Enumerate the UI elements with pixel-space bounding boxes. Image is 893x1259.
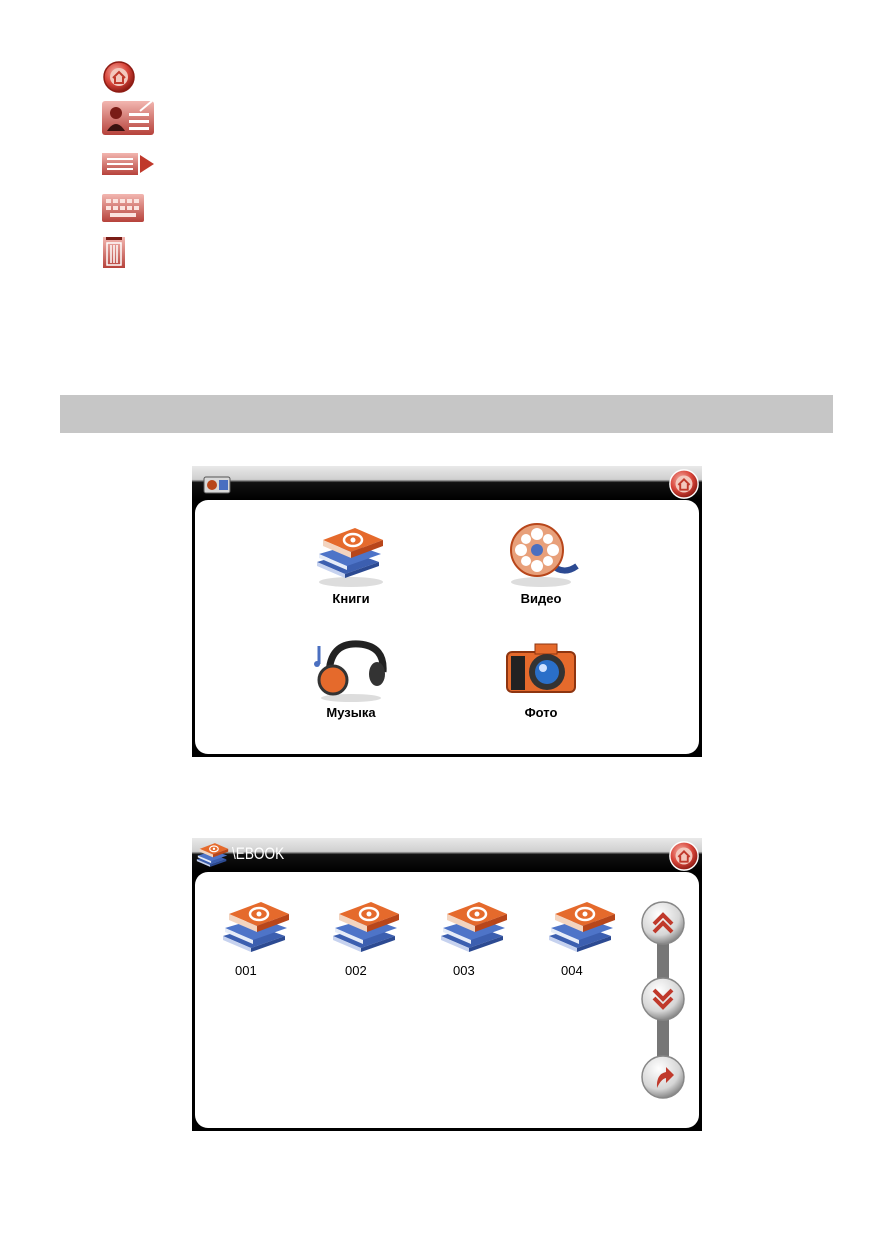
film-reel-icon [501, 518, 581, 588]
ebook-file[interactable]: 001 [217, 892, 297, 978]
contact-card-icon [102, 99, 136, 135]
section-header-bar [60, 395, 833, 433]
file-name: 001 [235, 963, 297, 978]
books-small-icon [194, 838, 232, 872]
menu-panel: Книги Видео Му [195, 500, 699, 754]
menu-item-music[interactable]: Музыка [291, 636, 411, 720]
back-icon[interactable] [640, 1054, 686, 1100]
home-icon [102, 60, 136, 94]
media-folder-icon [202, 469, 234, 497]
page-down-icon[interactable] [640, 976, 686, 1022]
ebook-file[interactable]: 003 [435, 892, 515, 978]
file-name: 002 [345, 963, 407, 978]
home-button-icon[interactable] [668, 840, 700, 872]
menu-label-music: Музыка [291, 705, 411, 720]
book-file-icon [435, 892, 515, 962]
menu-item-books[interactable]: Книги [291, 518, 411, 606]
file-name: 003 [453, 963, 515, 978]
books-icon [311, 518, 391, 588]
book-file-icon [217, 892, 297, 962]
title-bar [192, 466, 702, 500]
menu-label-photo: Фото [481, 705, 601, 720]
ebook-file[interactable]: 004 [543, 892, 623, 978]
menu-item-video[interactable]: Видео [481, 518, 601, 606]
media-menu-screen: Книги Видео Му [192, 466, 702, 757]
book-file-icon [543, 892, 623, 962]
menu-label-books: Книги [291, 591, 411, 606]
trash-icon [102, 235, 136, 269]
camera-icon [501, 636, 581, 702]
list-next-icon [102, 153, 136, 175]
headphones-icon [311, 636, 391, 702]
ebook-browser-screen: \EBOOK 001 002 003 004 [192, 838, 702, 1131]
keyboard-icon [102, 194, 136, 222]
menu-item-photo[interactable]: Фото [481, 636, 601, 720]
path-text: \EBOOK [232, 844, 284, 864]
file-name: 004 [561, 963, 623, 978]
page-up-icon[interactable] [640, 900, 686, 946]
home-button-icon[interactable] [668, 468, 700, 500]
menu-label-video: Видео [481, 591, 601, 606]
ebook-file[interactable]: 002 [327, 892, 407, 978]
book-file-icon [327, 892, 407, 962]
file-list-panel: 001 002 003 004 [195, 872, 699, 1128]
title-bar: \EBOOK [192, 838, 702, 872]
